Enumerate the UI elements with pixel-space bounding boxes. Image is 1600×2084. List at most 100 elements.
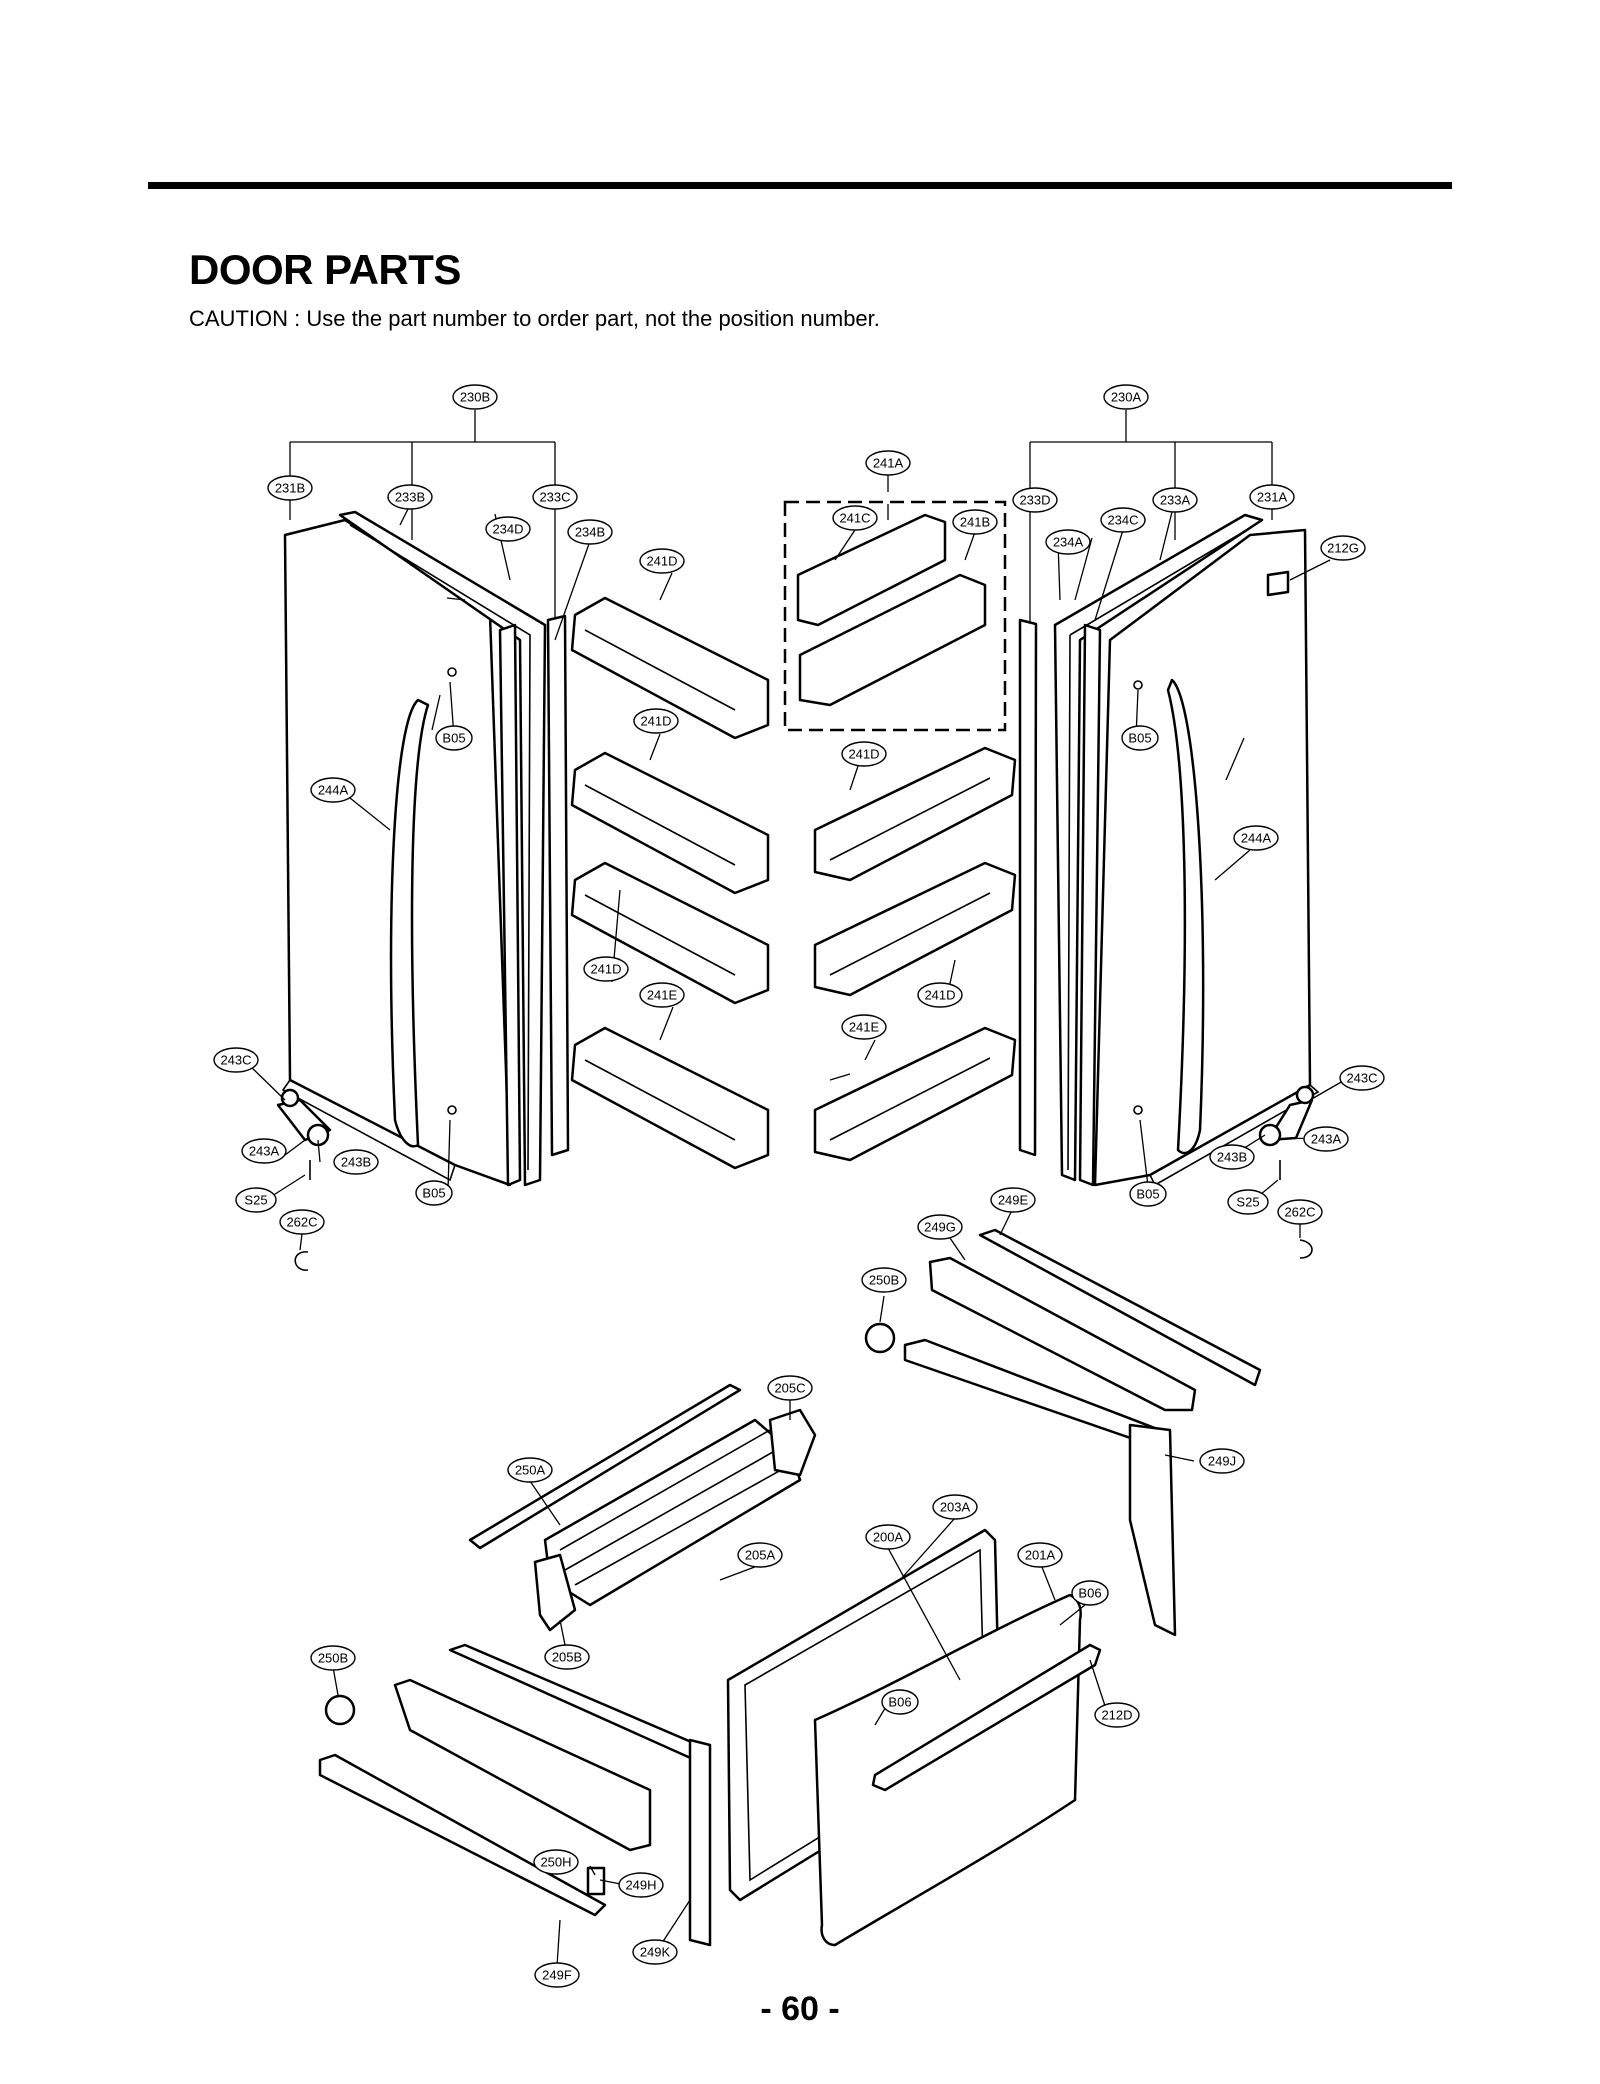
label-249h: 249H: [618, 1872, 664, 1898]
left-bin-column: [570, 596, 770, 1170]
label-241a: 241A: [865, 450, 911, 476]
label-b05-2: B05: [1121, 725, 1159, 751]
right-clip: [1299, 1239, 1313, 1259]
right-door-badge: [1266, 570, 1290, 597]
bin-241c-cover: [796, 513, 947, 627]
svg-text:241E: 241E: [647, 988, 678, 1003]
svg-text:243C: 243C: [1346, 1071, 1377, 1086]
svg-text:244A: 244A: [1241, 831, 1272, 846]
left-door-assembly: [281, 510, 570, 1187]
label-244a-left: 244A: [310, 777, 356, 803]
label-243a-left: 243A: [241, 1138, 287, 1164]
svg-text:249G: 249G: [924, 1220, 956, 1235]
right-door-handle: [1166, 678, 1205, 1155]
svg-text:262C: 262C: [286, 1215, 317, 1230]
freezer-rail-right: [864, 1228, 1262, 1637]
door-bin: [570, 1026, 770, 1170]
label-205b: 205B: [544, 1644, 590, 1670]
label-262c-left: 262C: [279, 1209, 325, 1235]
label-230b: 230B: [452, 384, 498, 410]
door-bin: [570, 861, 770, 1005]
strip-250a: [468, 1383, 742, 1550]
label-230a: 230A: [1103, 384, 1149, 410]
svg-text:205C: 205C: [774, 1381, 805, 1396]
label-241e-2: 241E: [841, 1014, 887, 1040]
svg-text:B05: B05: [422, 1186, 445, 1201]
svg-text:241C: 241C: [839, 511, 870, 526]
freezer-door-201a: [813, 1593, 1082, 1947]
label-201a: 201A: [1017, 1542, 1063, 1568]
rail-249g: [928, 1256, 1197, 1412]
left-door-side-trim: [498, 623, 522, 1187]
left-door-handle: [389, 698, 430, 1148]
header-rule: [148, 182, 1452, 189]
label-212d: 212D: [1094, 1702, 1140, 1728]
svg-text:231B: 231B: [275, 481, 305, 496]
label-243a-right: 243A: [1303, 1126, 1349, 1152]
svg-text:B06: B06: [888, 1695, 911, 1710]
label-233d: 233D: [1012, 487, 1058, 513]
svg-text:230B: 230B: [460, 390, 490, 405]
svg-text:249E: 249E: [998, 1193, 1029, 1208]
svg-text:230A: 230A: [1111, 390, 1142, 405]
label-243c-right: 243C: [1339, 1065, 1385, 1091]
label-250b-lower: 250B: [310, 1645, 356, 1671]
svg-text:205A: 205A: [745, 1548, 776, 1563]
label-249g: 249G: [917, 1214, 963, 1240]
leader-lines: [247, 504, 1344, 1967]
label-250h: 250H: [533, 1849, 579, 1875]
svg-text:234B: 234B: [575, 525, 605, 540]
label-241e-1: 241E: [639, 982, 685, 1008]
svg-text:243A: 243A: [1311, 1132, 1342, 1147]
svg-text:243B: 243B: [341, 1155, 371, 1170]
label-243b-left: 243B: [333, 1149, 379, 1175]
label-241d-5: 241D: [917, 982, 963, 1008]
door-bin: [813, 861, 1017, 997]
gear-250b-upper: [864, 1322, 896, 1354]
basket-end-205b: [533, 1553, 577, 1632]
label-b06-1: B06: [1071, 1580, 1109, 1606]
door-bin: [813, 1026, 1017, 1162]
hinge-hardware: [276, 1085, 1315, 1271]
label-250a: 250A: [507, 1457, 553, 1483]
label-243c-left: 243C: [213, 1047, 259, 1073]
svg-text:S25: S25: [1236, 1195, 1259, 1210]
svg-text:262C: 262C: [1284, 1205, 1315, 1220]
rail-249k: [688, 1738, 712, 1947]
page-number: - 60 -: [760, 1990, 840, 2028]
svg-text:249F: 249F: [542, 1968, 572, 1983]
label-234c: 234C: [1100, 507, 1146, 533]
label-241b: 241B: [952, 509, 998, 535]
label-241d-3: 241D: [841, 741, 887, 767]
door-bin: [813, 746, 1017, 882]
svg-text:241D: 241D: [646, 554, 677, 569]
label-249f: 249F: [534, 1962, 580, 1988]
svg-text:241A: 241A: [873, 456, 904, 471]
svg-text:205B: 205B: [552, 1650, 582, 1665]
page-title: DOOR PARTS: [189, 246, 461, 293]
freezer-rail-left: [318, 1643, 712, 1947]
label-249j: 249J: [1199, 1448, 1245, 1474]
freezer-handle-212d: [871, 1643, 1102, 1792]
bin-241b-tray: [798, 573, 987, 707]
basket-205a: [543, 1418, 802, 1607]
svg-text:250H: 250H: [540, 1855, 571, 1870]
part-labels: 230B 230A 241A 231B 233B 233C 234D 234B …: [213, 384, 1385, 1988]
svg-text:B06: B06: [1078, 1586, 1101, 1601]
label-212g: 212G: [1320, 535, 1366, 561]
svg-text:241B: 241B: [960, 515, 990, 530]
svg-text:241D: 241D: [924, 988, 955, 1003]
label-200a: 200A: [865, 1524, 911, 1550]
door-bin: [570, 596, 770, 740]
rail-249f: [318, 1753, 607, 1917]
label-234a: 234A: [1045, 529, 1091, 555]
svg-text:234D: 234D: [492, 522, 523, 537]
left-door-gasket: [338, 510, 547, 1187]
freezer-basket: [468, 1383, 817, 1632]
freezer-door: [726, 1528, 1102, 1947]
basket-end-205c: [768, 1408, 817, 1477]
svg-text:234C: 234C: [1107, 513, 1138, 528]
svg-text:212D: 212D: [1101, 1708, 1132, 1723]
right-hinge-cam: [1258, 1123, 1282, 1147]
right-bin-column: [813, 746, 1017, 1162]
